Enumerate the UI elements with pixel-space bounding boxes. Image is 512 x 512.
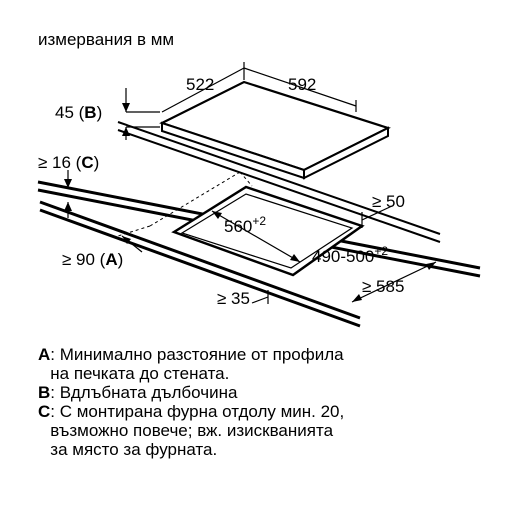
legend-item-b: B : Вдлъбната дълбочина (38, 383, 508, 402)
worktop-bottom-edge-2 (39, 208, 361, 328)
wall-distance-dimension (121, 235, 143, 253)
label-cutout-width: 560+2 (224, 214, 266, 236)
hob-block (159, 80, 391, 180)
legend-text: : Минимално разстояние от профила на печ… (50, 345, 344, 383)
label-wall-distance: ≥ 90 (A) (62, 250, 123, 269)
label-cutout-depth: 490-500+2 (312, 244, 388, 266)
worktop-depth-dimension (351, 261, 437, 303)
height-dimension (122, 88, 160, 140)
legend-text: : С монтирана фурна отдолу мин. 20, възм… (50, 402, 345, 459)
right-edge-dimension (361, 205, 393, 228)
top-dimensions (161, 62, 357, 113)
hob-side-face (303, 126, 389, 180)
cutout-width-dimension (211, 210, 301, 263)
legend-key: B (38, 383, 51, 402)
units-header: измервания в мм (38, 30, 175, 49)
cutout-inner-outline (180, 193, 354, 269)
worktop-upper-bottom-edge (117, 129, 441, 243)
legend-item-a: A : Минимално разстояние от профила на п… (38, 345, 508, 383)
legend-key: A (38, 345, 51, 364)
label-depth-top: 592 (288, 75, 316, 94)
label-front-edge: ≥ 35 (217, 289, 250, 308)
legend: A : Минимално разстояние от профила на п… (38, 345, 508, 459)
legend-text: : Вдлъбната дълбочина (50, 383, 238, 402)
label-height: 45 (B) (55, 103, 102, 122)
front-edge-dimension (251, 290, 269, 304)
label-right-edge: ≥ 50 (372, 192, 405, 211)
worktop-upper-top-edge (117, 121, 441, 235)
label-clearance: ≥ 16 (C) (38, 153, 99, 172)
worktop-bottom-edge (39, 200, 361, 320)
legend-key: C (38, 402, 51, 421)
legend-item-c: C : С монтирана фурна отдолу мин. 20, въ… (38, 402, 508, 459)
clearance-dimension (64, 170, 72, 218)
label-width-top: 522 (186, 75, 214, 94)
label-worktop-depth: ≥ 585 (362, 277, 404, 296)
